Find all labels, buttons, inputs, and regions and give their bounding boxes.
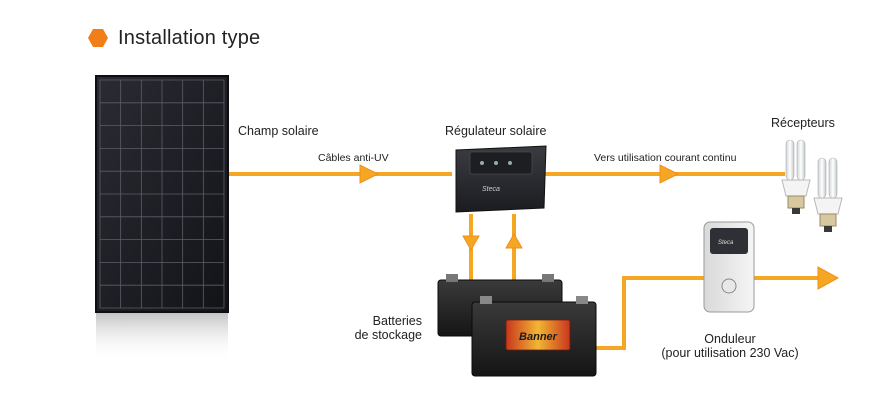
flow-arrow-icon [659,164,680,184]
label-onduleur-line2: (pour utilisation 230 Vac) [661,346,799,360]
solar-regulator: Steca [455,145,547,213]
hexagon-bullet-icon [88,29,108,47]
label-onduleur-line1: Onduleur [704,332,756,346]
label-onduleur: Onduleur (pour utilisation 230 Vac) [650,332,810,360]
section-header: Installation type [88,24,260,52]
storage-batteries: Banner [437,274,597,377]
bulb-icon [781,139,811,214]
label-regulateur-solaire: Régulateur solaire [445,124,547,138]
label-champ-solaire: Champ solaire [238,124,319,138]
label-batteries-line1: Batteries [372,314,422,328]
flow-arrow-up-icon [505,232,523,249]
bulb-icon [813,157,843,232]
label-vers-utilisation: Vers utilisation courant continu [594,152,737,164]
inverter-brand-text: Steca [718,240,734,246]
label-batteries-line2: de stockage [354,328,422,342]
label-cables-anti-uv: Câbles anti-UV [318,152,389,164]
battery-brand-text: Banner [519,331,558,343]
receiver-bulbs [781,139,843,232]
wire-battery-to-inverter [596,276,704,350]
flow-arrow-down-icon [462,235,480,252]
section-title: Installation type [118,26,261,49]
flow-arrow-icon [359,164,380,184]
inverter: Steca [703,221,755,313]
label-recepteurs: Récepteurs [771,116,835,130]
solar-panel [95,75,229,361]
regulator-brand-text: Steca [482,186,500,193]
output-arrow-icon [817,266,840,290]
label-batteries: Batteries de stockage [330,314,422,342]
